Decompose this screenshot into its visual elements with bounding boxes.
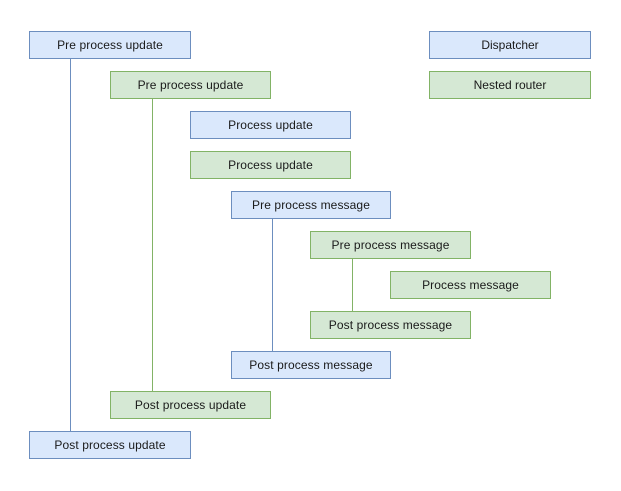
connector-n2-to-n10 [152, 99, 153, 391]
node-n7[interactable]: Process message [390, 271, 551, 299]
connector-n5-to-n9 [272, 219, 273, 351]
legend-item-label: Dispatcher [481, 38, 539, 52]
node-label: Pre process update [137, 78, 244, 92]
node-label: Pre process update [57, 38, 163, 52]
legend-item-green[interactable]: Nested router [429, 71, 591, 99]
node-n5[interactable]: Pre process message [231, 191, 391, 219]
node-label: Process update [228, 158, 313, 172]
node-label: Post process message [249, 358, 373, 372]
node-n11[interactable]: Post process update [29, 431, 191, 459]
node-n4[interactable]: Process update [190, 151, 351, 179]
node-n1[interactable]: Pre process update [29, 31, 191, 59]
node-label: Post process update [134, 398, 247, 412]
node-n10[interactable]: Post process update [110, 391, 271, 419]
node-n6[interactable]: Pre process message [310, 231, 471, 259]
node-label: Pre process message [252, 198, 370, 212]
connector-n6-to-n8 [352, 259, 353, 311]
legend-item-label: Nested router [473, 78, 547, 92]
connector-n1-to-n11 [70, 59, 71, 431]
node-label: Pre process message [331, 238, 450, 252]
node-n8[interactable]: Post process message [310, 311, 471, 339]
node-label: Post process update [54, 438, 166, 452]
node-n9[interactable]: Post process message [231, 351, 391, 379]
node-label: Process message [422, 278, 519, 292]
node-label: Post process message [328, 318, 453, 332]
node-label: Process update [228, 118, 313, 132]
node-n3[interactable]: Process update [190, 111, 351, 139]
legend-item-blue[interactable]: Dispatcher [429, 31, 591, 59]
node-n2[interactable]: Pre process update [110, 71, 271, 99]
